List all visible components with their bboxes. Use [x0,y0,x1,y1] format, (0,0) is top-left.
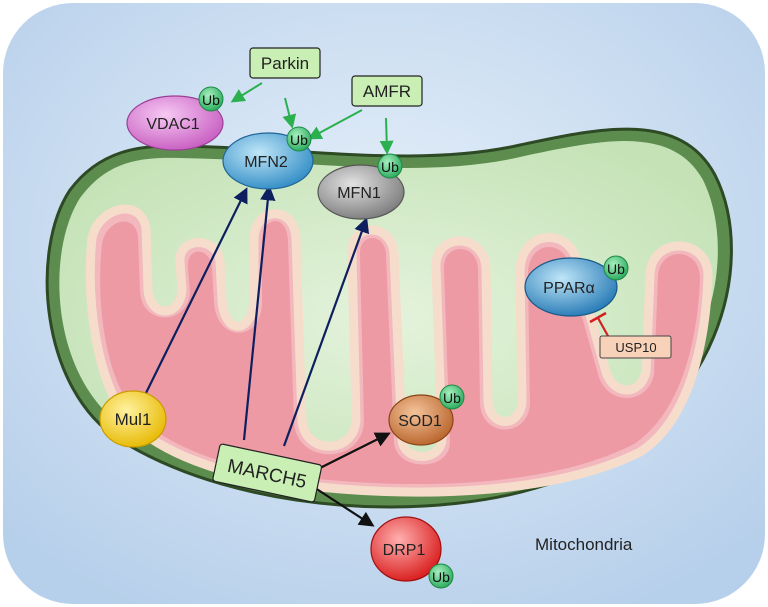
usp10-inhibition-line [597,317,609,337]
usp10-node: USP10 [599,335,672,359]
amfr-label: AMFR [363,82,411,101]
march5-node: MARCH5 [212,443,323,503]
drp1-label: DRP1 [383,542,426,559]
ubiquitin-label: Ub [607,261,625,277]
usp10-label: USP10 [615,340,656,355]
sod1-node: SOD1 [388,394,454,446]
ppara-label: PPARα [543,280,595,297]
march5-to-drp1-arrow [311,485,375,527]
parkin-to-vdac1-arrow [230,82,263,103]
ppara-node: PPARα [524,257,618,317]
march5-to-mfn2-arrow [242,184,276,441]
parkin-node: Parkin [249,47,321,79]
amfr-to-mfn2-arrow [307,109,363,140]
mitochondria-label: Mitochondria [535,535,633,554]
ubiquitin-label: Ub [290,132,308,148]
mfn1-label: MFN1 [337,185,381,202]
sod1-ubiquitin: Ub [439,384,465,410]
mul1-label: Mul1 [115,410,152,429]
drp1-node: DRP1 [370,516,442,582]
ubiquitin-label: Ub [443,390,461,406]
parkin-label: Parkin [261,54,309,73]
vdac1-label: VDAC1 [146,116,199,133]
mfn2-ubiquitin: Ub [286,126,312,152]
mfn2-label: MFN2 [244,154,288,171]
mul1-to-mfn2-arrow [145,187,248,394]
ubiquitin-label: Ub [381,159,399,175]
mfn1-ubiquitin: Ub [377,153,403,179]
mfn1-node: MFN1 [317,164,405,220]
march5-to-mfn1-arrow [282,217,370,447]
mul1-node: Mul1 [99,390,167,448]
vdac1-ubiquitin: Ub [198,86,224,112]
usp10-inhibition-bar [589,311,607,324]
ubiquitin-label: Ub [202,92,220,108]
vdac1-node: VDAC1 [126,95,224,151]
drp1-ubiquitin: Ub [428,563,454,589]
sod1-label: SOD1 [398,413,442,430]
amfr-node: AMFR [351,75,423,107]
parkin-to-mfn2-arrow [282,97,297,129]
connectors [145,82,609,527]
march5-to-sod1-arrow [313,432,391,472]
amfr-to-mfn1-arrow [379,117,394,155]
ubiquitin-label: Ub [432,569,450,585]
ppara-ubiquitin: Ub [603,255,629,281]
